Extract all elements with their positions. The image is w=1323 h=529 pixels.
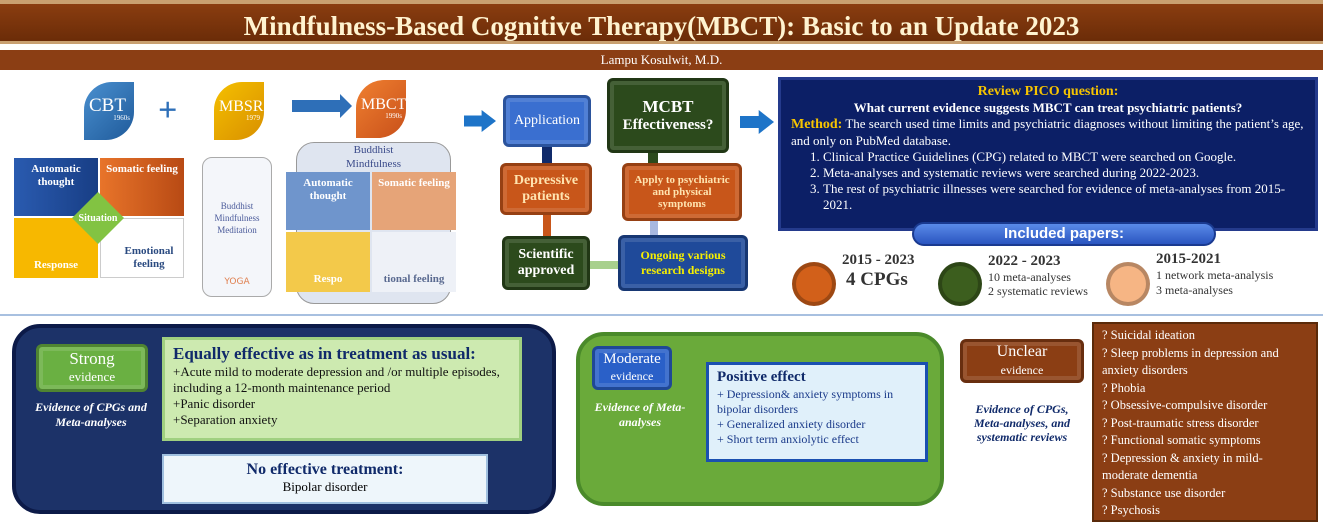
green-circle-icon [938, 262, 982, 306]
pico-heading: Review PICO question: [977, 84, 1119, 99]
list-item: +Separation anxiety [173, 412, 278, 427]
list-item: + Short term anxiolytic effect [717, 432, 859, 446]
connector [590, 261, 620, 269]
mbct-model-faded: Automatic thought Somatic feeling Respo … [286, 172, 456, 292]
emotional-feeling: Emotional feeling [100, 218, 184, 278]
years: 2015 - 2023 [842, 252, 915, 268]
list-item: Bipolar disorder [282, 479, 368, 494]
arrow-right-icon [740, 110, 774, 134]
years: 2015-2021 [1156, 251, 1221, 267]
label: Buddhist [353, 144, 394, 156]
author: Lampu Kosulwit, M.D. [0, 50, 1323, 70]
response: Respo [286, 232, 370, 292]
included-papers-label: Included papers: [912, 222, 1216, 246]
apply-symptoms-box: Apply to psychiatric and physical sympto… [622, 163, 742, 221]
label: Meditation [217, 225, 257, 235]
somatic-feeling: Somatic feeling [100, 158, 184, 216]
plus-icon: + [158, 92, 178, 129]
connector [542, 147, 552, 165]
method-steps: Clinical Practice Guidelines (CPG) relat… [791, 149, 1305, 213]
count: 4 CPGs [846, 269, 908, 290]
pico-question: What current evidence suggests MBCT can … [853, 100, 1243, 115]
list-item: ? Sleep problems in depression and anxie… [1102, 345, 1279, 378]
orange-circle-icon [792, 262, 836, 306]
list-item: ? Psychosis [1102, 503, 1160, 517]
automatic-thought: Automatic thought [286, 172, 370, 230]
list-item: ? Depression & anxiety in mild-moderate … [1102, 450, 1263, 483]
unclear-source: Evidence of CPGs, Meta-analyses, and sys… [974, 402, 1070, 444]
count: 2 systematic reviews [988, 284, 1088, 298]
poster-title: Mindfulness-Based Cognitive Therapy(MBCT… [0, 0, 1323, 44]
mbsr-meditation-image: Buddhist Mindfulness Meditation YOGA [202, 157, 272, 297]
buddhist-mindfulness-label: Buddhist Mindfulness [296, 143, 451, 171]
positive-effect-box: Positive effect + Depression& anxiety sy… [706, 362, 928, 462]
moderate-source: Evidence of Meta-analyses [594, 400, 686, 429]
pico-panel: Review PICO question: What current evide… [778, 77, 1318, 231]
list-item: ? Substance use disorder [1102, 485, 1226, 500]
somatic-feeling: Somatic feeling [372, 172, 456, 230]
list-item: + Generalized anxiety disorder [717, 417, 866, 431]
arrow-right-icon [292, 100, 342, 112]
list-item: ? Obsessive-compulsive disorder [1102, 398, 1268, 412]
divider [0, 314, 1323, 316]
emotional-feeling: tional feeling [372, 232, 456, 292]
connector [650, 221, 658, 235]
depressive-patients-box: Depressive patients [500, 163, 592, 215]
count: 10 meta-analyses [988, 270, 1071, 284]
list-item: +Panic disorder [173, 396, 256, 411]
list-item: ? Phobia [1102, 380, 1146, 395]
arrow-head-icon [340, 94, 352, 118]
label: Buddhist [220, 201, 254, 211]
scientific-approved-box: Scientific approved [502, 236, 590, 290]
automatic-thought: Automatic thought [14, 158, 98, 216]
strong-source: Evidence of CPGs and Meta-analyses [35, 400, 147, 429]
arrow-right-icon [464, 110, 496, 132]
method: Method: The search used time limits and … [791, 116, 1305, 149]
heading: Positive effect [717, 369, 806, 385]
heading: No effective treatment: [246, 461, 404, 478]
step: Meta-analyses and systematic reviews wer… [823, 165, 1305, 181]
label: Mindfulness [214, 213, 260, 223]
cbt-model: Automatic thought Somatic feeling Respon… [14, 158, 184, 278]
list-item: ? Suicidal ideation [1102, 328, 1196, 342]
equally-effective-box: Equally effective as in treatment as usu… [162, 337, 522, 441]
peach-circle-icon [1106, 262, 1150, 306]
step: Clinical Practice Guidelines (CPG) relat… [823, 149, 1305, 165]
count: 1 network meta-analysis [1156, 268, 1274, 282]
years: 2022 - 2023 [988, 253, 1061, 269]
yoga-logo: YOGA [224, 277, 250, 287]
no-effective-box: No effective treatment: Bipolar disorder [162, 454, 488, 504]
connector [648, 153, 658, 165]
label: Mindfulness [346, 158, 401, 170]
count: 3 meta-analyses [1156, 283, 1233, 297]
list-item: ? Post-traumatic stress disorder [1102, 415, 1259, 430]
method-text: The search used time limits and psychiat… [791, 116, 1304, 148]
method-label: Method: [791, 117, 843, 132]
unclear-list: ? Suicidal ideation ? Sleep problems in … [1092, 322, 1318, 522]
list-item: ? Functional somatic symptoms [1102, 433, 1261, 447]
heading: Equally effective as in treatment as usu… [173, 344, 476, 363]
ongoing-research-box: Ongoing various research designs [618, 235, 748, 291]
application-box: Application [503, 95, 591, 147]
list-item: + Depression& anxiety symptoms in bipola… [717, 387, 894, 416]
step: The rest of psychiatric illnesses were s… [823, 181, 1305, 213]
connector [543, 215, 551, 237]
list-item: +Acute mild to moderate depression and /… [173, 364, 500, 395]
